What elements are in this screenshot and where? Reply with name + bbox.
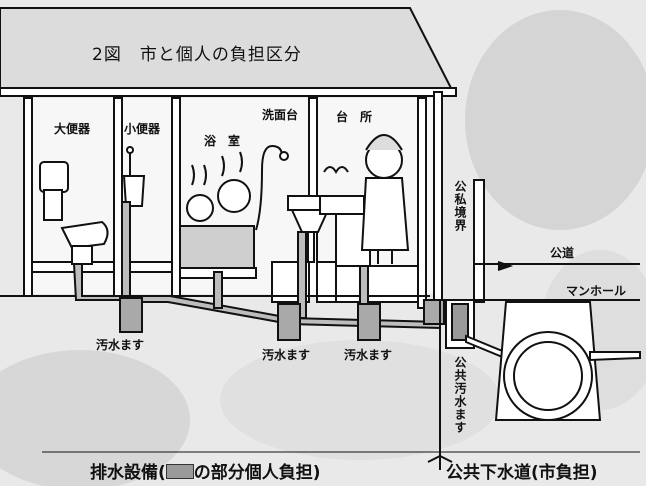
sewage-basin-label: 汚水ます	[262, 348, 311, 362]
room-toilet-large: 大便器	[54, 122, 91, 136]
kitchen	[319, 134, 410, 267]
western-toilet	[39, 161, 109, 265]
room-washbasin: 洗面台	[262, 108, 299, 122]
caption-public: 公共下水道(市負担)	[446, 463, 598, 483]
public-basin-label: 公共汚水ます	[453, 356, 467, 434]
public-road-label: 公道	[550, 246, 575, 260]
sewage-basin-label: 汚水ます	[344, 348, 393, 362]
caption-private-prefix: 排水設備(	[90, 463, 166, 483]
house-roof	[0, 7, 457, 97]
boundary-post	[473, 179, 485, 303]
private-swatch	[165, 464, 194, 479]
road-lines	[430, 261, 640, 301]
caption-private-suffix: の部分個人負担)	[193, 463, 321, 483]
sewage-basin-label: 汚水ます	[96, 338, 145, 352]
caption-private: 排水設備( の部分個人負担)	[90, 458, 321, 483]
manhole-label: マンホール	[566, 284, 627, 298]
urinal	[122, 146, 146, 207]
manhole	[494, 301, 641, 421]
room-toilet-small: 小便器	[124, 122, 161, 136]
room-kitchen: 台 所	[336, 110, 373, 124]
page-title: 2図 市と個人の負担区分	[92, 45, 302, 65]
washbasin	[287, 195, 333, 263]
public-private-boundary-label: 公私境界	[453, 180, 467, 232]
room-bath: 浴 室	[204, 134, 241, 148]
bathtub	[179, 144, 289, 269]
